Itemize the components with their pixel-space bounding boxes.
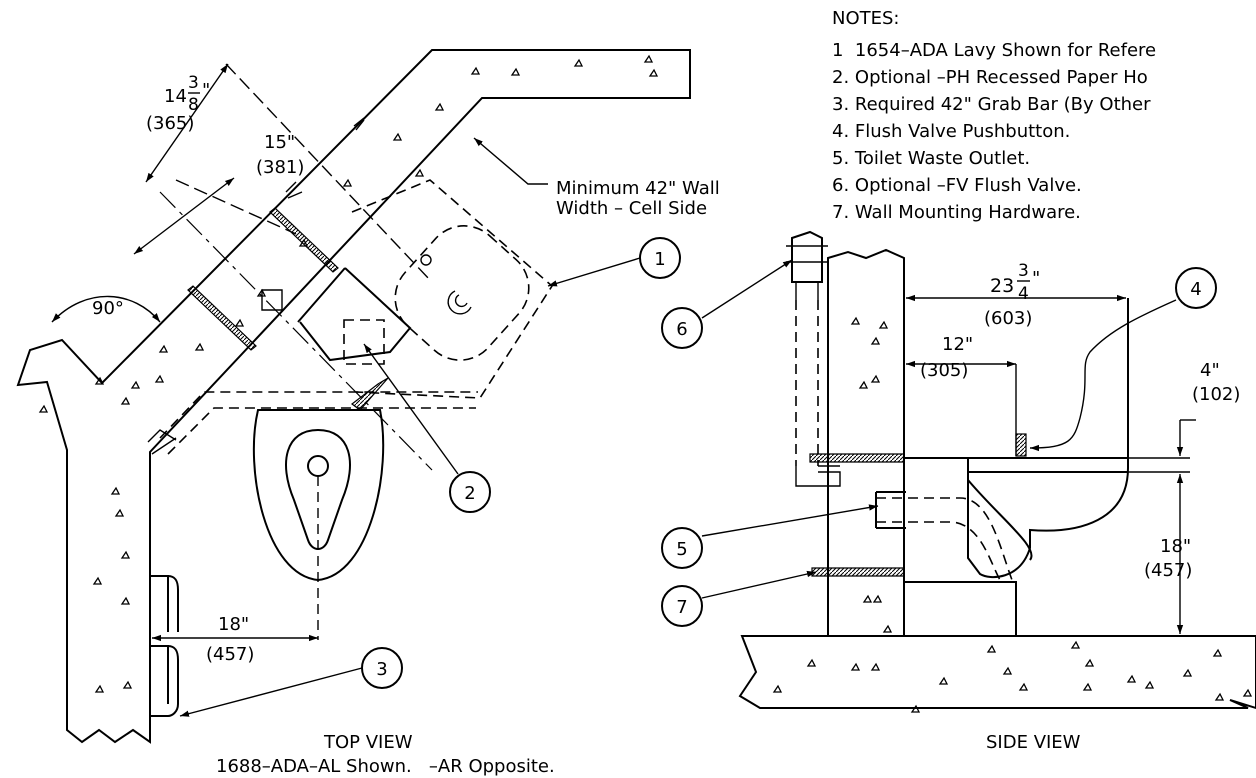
dim-4-in: 4" [1200,360,1220,381]
grab-bar [149,570,169,724]
notes-block: NOTES: 1 1654–ADA Lavy Shown for Refere … [832,8,1156,223]
note-item-1: 1 1654–ADA Lavy Shown for Refere [832,40,1156,61]
side-view-title: SIDE VIEW [986,732,1081,753]
note-item-4: 4. Flush Valve Pushbutton. [832,121,1070,142]
dim-23-denominator: 4 [1018,284,1029,304]
side-fixture-body [904,457,1129,579]
chase-block [261,289,283,311]
callout-bubbles: 1 2 3 4 5 6 7 [361,237,1217,689]
side-view-wall [827,248,905,637]
wall-note-line1: Minimum 42" Wall [556,178,720,199]
notes-heading: NOTES: [832,8,900,29]
callout-6: 6 [676,319,687,340]
dim-14-numerator: 3 [188,73,199,93]
callout-5: 5 [676,539,687,560]
mounting-rod [811,567,905,577]
note-item-6: 6. Optional –FV Flush Valve. [832,175,1082,196]
dim-23-numerator: 3 [1018,261,1029,281]
dim-18-in-top: 18" [218,614,249,635]
dim-14-whole: 14 [164,86,187,107]
flush-valve [791,230,823,283]
callout-1: 1 [654,249,665,270]
dim-23-mm: (603) [984,308,1032,329]
note-item-7: 7. Wall Mounting Hardware. [832,202,1081,223]
flush-button [1015,433,1027,457]
fixture-chase-outline [297,267,412,362]
dim-angle: 90° [92,298,124,319]
note-item-3: 3. Required 42" Grab Bar (By Other [832,94,1151,115]
threaded-rod [187,285,257,351]
paper-holder [343,319,385,365]
note-item-5: 5. Toilet Waste Outlet. [832,148,1030,169]
dim-18-in-side: 18" [1160,536,1191,557]
dim-18-mm-side: (457) [1144,560,1192,581]
dim-23-unit: " [1032,268,1040,289]
callout-4: 4 [1190,279,1201,300]
lavatory-outline [351,179,554,399]
dim-14-mm: (365) [146,113,194,134]
callout-2: 2 [464,483,475,504]
callout-7: 7 [676,597,687,618]
top-view-title: TOP VIEW [323,732,413,753]
dim-15-in: 15" [264,132,295,153]
dim-14-denominator: 8 [188,95,199,115]
callout-3: 3 [376,659,387,680]
dim-18-mm-top: (457) [206,644,254,665]
side-view-aggregate [772,316,1253,713]
dim-12-in: 12" [942,334,973,355]
top-view-subtitle: 1688–ADA–AL Shown. –AR Opposite. [216,756,555,777]
threaded-rod [269,207,339,273]
dim-12-mm: (305) [920,360,968,381]
top-view-wall [16,49,691,744]
side-view-floor [738,635,1256,710]
side-view: 23 3 4 " (603) 12" (305) 4" (102) 18" (4… [701,230,1256,753]
dim-23-whole: 23 [990,275,1014,297]
mounting-rod [809,453,905,463]
wall-note-line2: Width – Cell Side [556,198,707,219]
note-item-2: 2. Optional –PH Recessed Paper Ho [832,67,1148,88]
top-view: 14 3 8 " (365) 15" (381) 90° 18" (457) M… [16,49,720,777]
dim-14-unit: " [202,80,210,101]
dim-15-mm: (381) [256,157,304,178]
dim-4-mm: (102) [1192,384,1240,405]
